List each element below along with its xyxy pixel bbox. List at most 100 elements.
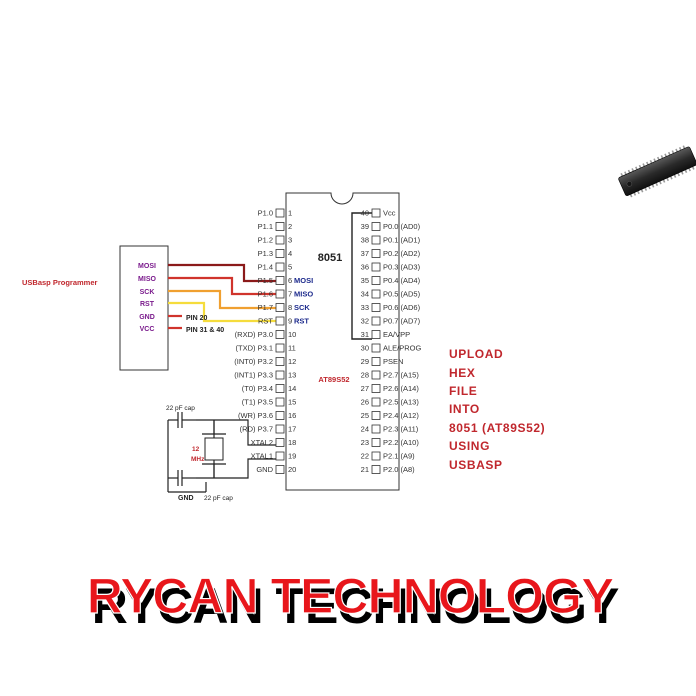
right-pin-pad [371,330,381,339]
ea-vcc-tie [351,212,372,340]
message-line-2: HEX [449,366,475,380]
right-pin-number: 36 [361,263,369,272]
left-pin-number: 1 [288,209,292,218]
left-pin-label: P1.2 [258,236,273,245]
right-pin-pad [371,465,381,474]
mcu-name: 8051 [318,252,342,264]
right-pin-pad [371,316,381,326]
right-pin-number: 35 [361,276,369,285]
left-pin-pad [275,289,285,299]
wire-rst [168,301,276,323]
crystal-freq-unit: MHz [191,456,205,463]
right-pin-pad [371,235,381,245]
right-pin-label: ALE/PROG [383,344,422,353]
programmer-wires [168,263,276,330]
right-pin-number: 23 [361,438,369,447]
right-pin-pad [371,343,381,353]
left-pin-pad [275,249,285,258]
right-pin-label: EA/VPP [383,330,410,339]
brand-title: RYCAN TECHNOLOGY [87,568,614,624]
right-pin-number: 29 [361,357,369,366]
right-pin-label: P2.1 (A9) [383,452,415,461]
right-pin-pad [371,424,381,434]
upload-message: UPLOAD HEX FILE INTO 8051 (AT89S52) USIN… [449,347,545,472]
left-pin-pad [275,330,285,339]
right-pin-number: 24 [361,425,369,434]
left-pin-number: 12 [288,357,296,366]
right-pin-label: P0.7 (AD7) [383,317,421,326]
programmer-label: USBasp Programmer [22,278,98,287]
right-pin-label: P0.1 (AD1) [383,236,421,245]
left-pin-isp-label: MOSI [294,276,313,285]
right-pin-number: 27 [361,384,369,393]
programmer-box [119,245,169,371]
right-pin-label: P2.7 (A15) [383,371,419,380]
left-pin-label: (WR) P3.6 [238,411,273,420]
left-pin-label: P1.7 [258,303,273,312]
right-pin-label: P0.4 (AD4) [383,276,421,285]
left-pin-number: 3 [288,236,292,245]
left-pin-label: RST [258,317,273,326]
left-pin-number: 14 [288,384,296,393]
pin20-label: PIN 20 [186,315,208,322]
left-pin-label: XTAL2 [251,438,273,447]
left-pin-number: 18 [288,438,296,447]
left-pin-number: 7 [288,290,292,299]
left-pin-pad [275,370,285,380]
left-pin-pad [275,343,285,353]
left-pin-pad [275,222,285,231]
right-pin-label: Vcc [383,209,396,218]
left-pin-number: 2 [288,222,292,231]
ic-chip-photo [618,145,696,198]
left-pin-label: (TXD) P3.1 [235,344,273,353]
left-pin-label: XTAL1 [251,452,273,461]
left-pin-number: 4 [288,249,292,258]
cap-bottom-label: 22 pF cap [204,495,233,502]
right-pin-pad [371,303,381,312]
left-pin-pad [275,235,285,245]
right-pin-number: 26 [361,398,369,407]
pin31-40-label: PIN 31 & 40 [186,327,224,334]
right-pin-pad [371,222,381,231]
right-pin-number: 39 [361,222,369,231]
left-pin-pad [275,465,285,474]
right-pin-number: 32 [361,317,369,326]
message-line-5: 8051 (AT89S52) [449,421,545,435]
left-pin-isp-label: MISO [294,290,313,299]
right-pin-pad [371,451,381,461]
right-pin-number: 22 [361,452,369,461]
left-pin-pad [275,262,285,272]
right-pin-pad [371,208,381,218]
right-pin-number: 31 [361,330,369,339]
message-line-3: FILE [449,384,477,398]
crystal-freq-value: 12 [192,446,200,453]
mcu-body [285,192,400,491]
left-pin-label: (RD) P3.7 [240,425,273,434]
left-pin-number: 9 [288,317,292,326]
right-pin-number: 37 [361,249,369,258]
left-pin-pad [275,451,285,461]
right-pin-number: 33 [361,303,369,312]
left-pin-label: P1.1 [258,222,273,231]
left-pin-number: 10 [288,330,296,339]
message-line-4: INTO [449,402,480,416]
right-pin-number: 30 [361,344,369,353]
right-pin-number: 21 [361,465,369,474]
brand-banner: RYCAN TECHNOLOGY RYCAN TECHNOLOGY [86,567,620,634]
left-pin-pad [275,384,285,393]
left-pin-label: (INT1) P3.3 [234,371,273,380]
right-pin-label: P2.2 (A10) [383,438,419,447]
wire-miso [168,276,276,296]
message-line-1: UPLOAD [449,347,503,361]
right-pin-label: PSEN [383,357,403,366]
right-pin-pad [371,397,381,407]
left-pin-number: 6 [288,276,292,285]
left-pin-pad [275,276,285,285]
gnd-label: GND [178,495,194,502]
right-pin-label: P0.2 (AD2) [383,249,421,258]
right-pin-label: P2.3 (A11) [383,425,419,434]
mcu-8051: 8051 AT89S52 [285,192,400,491]
